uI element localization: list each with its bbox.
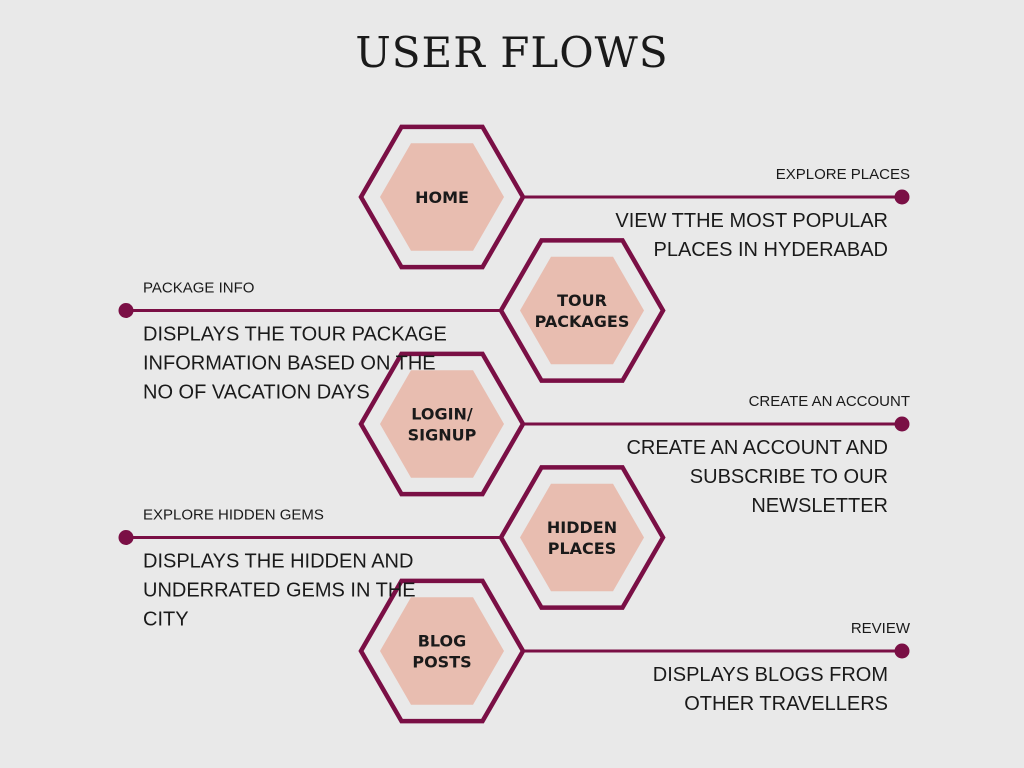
- flow-category-label: EXPLORE PLACES: [776, 166, 910, 183]
- connector-endpoint-dot: [118, 303, 134, 318]
- flow-node: TOUR PACKAGES: [498, 238, 666, 383]
- node-label: SIGNUP: [408, 426, 477, 445]
- flow-node: HOME: [358, 124, 526, 270]
- flow-description-line: CITY: [143, 609, 189, 631]
- node-label: LOGIN/: [411, 405, 473, 424]
- node-label: HOME: [415, 188, 469, 207]
- hexagon-fill: [380, 143, 504, 251]
- connector-endpoint-dot: [894, 643, 910, 659]
- hexagon-fill: [520, 256, 644, 365]
- flow-description-line: DISPLAYS BLOGS FROM: [653, 664, 888, 686]
- node-layer: HOME TOUR PACKAGES LOGIN/SIGNUP HIDDEN PLACES…: [358, 124, 666, 724]
- flow-description-line: DISPLAYS THE HIDDEN AND: [143, 551, 413, 573]
- hexagon-fill: [520, 483, 644, 592]
- flow-node: LOGIN/SIGNUP: [358, 351, 526, 497]
- diagram-title: USER FLOWS: [355, 28, 669, 77]
- node-label: BLOG: [418, 632, 467, 651]
- flow-node: BLOG POSTS: [358, 578, 526, 724]
- flow-description-line: PLACES IN HYDERABAD: [653, 239, 888, 261]
- flow-category-label: PACKAGE INFO: [143, 280, 254, 297]
- flow-description-line: UNDERRATED GEMS IN THE: [143, 580, 416, 602]
- node-label: TOUR: [557, 291, 607, 310]
- flow-category-label: REVIEW: [851, 620, 911, 637]
- node-label: PACKAGES: [535, 312, 630, 331]
- flow-description-line: OTHER TRAVELLERS: [684, 693, 888, 715]
- flow-description-line: INFORMATION BASED ON THE: [143, 353, 436, 375]
- flow-category-label: EXPLORE HIDDEN GEMS: [143, 507, 324, 524]
- flow-description-line: VIEW TTHE MOST POPULAR: [615, 210, 888, 232]
- node-label: HIDDEN: [547, 518, 617, 537]
- flow-description-line: DISPLAYS THE TOUR PACKAGE: [143, 324, 447, 346]
- connector-endpoint-dot: [894, 416, 910, 432]
- flow-description-line: SUBSCRIBE TO OUR: [690, 466, 888, 488]
- connector-endpoint-dot: [118, 530, 134, 545]
- flow-description-line: CREATE AN ACCOUNT AND: [626, 437, 888, 459]
- flow-description-line: NEWSLETTER: [751, 495, 888, 517]
- flow-description-line: NO OF VACATION DAYS: [143, 382, 370, 404]
- hexagon-fill: [380, 597, 504, 705]
- connector-endpoint-dot: [894, 189, 910, 205]
- flow-node: HIDDEN PLACES: [498, 465, 666, 610]
- node-label: POSTS: [412, 653, 471, 672]
- connector-layer: [118, 189, 910, 659]
- label-layer: EXPLORE PLACES VIEW TTHE MOST POPULAR PLAC…: [143, 166, 911, 715]
- hexagon-fill: [380, 370, 504, 478]
- flow-category-label: CREATE AN ACCOUNT: [749, 393, 910, 410]
- node-label: PLACES: [548, 539, 617, 558]
